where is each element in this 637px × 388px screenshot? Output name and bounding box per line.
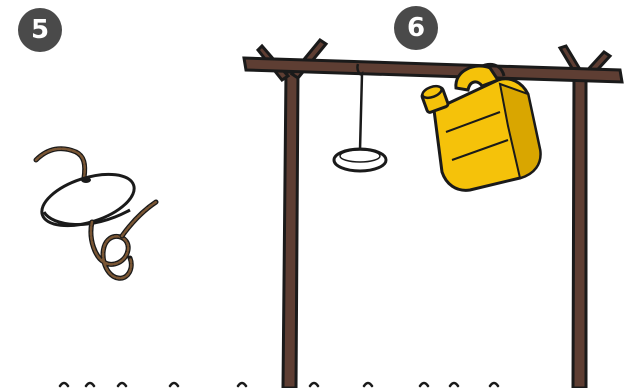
ground-marks	[60, 383, 498, 386]
step-6-badge: 6	[394, 6, 438, 50]
water-jerrycan-icon	[421, 64, 540, 190]
step-5-badge: 5	[18, 8, 62, 52]
soap-on-rope-icon	[36, 149, 156, 278]
